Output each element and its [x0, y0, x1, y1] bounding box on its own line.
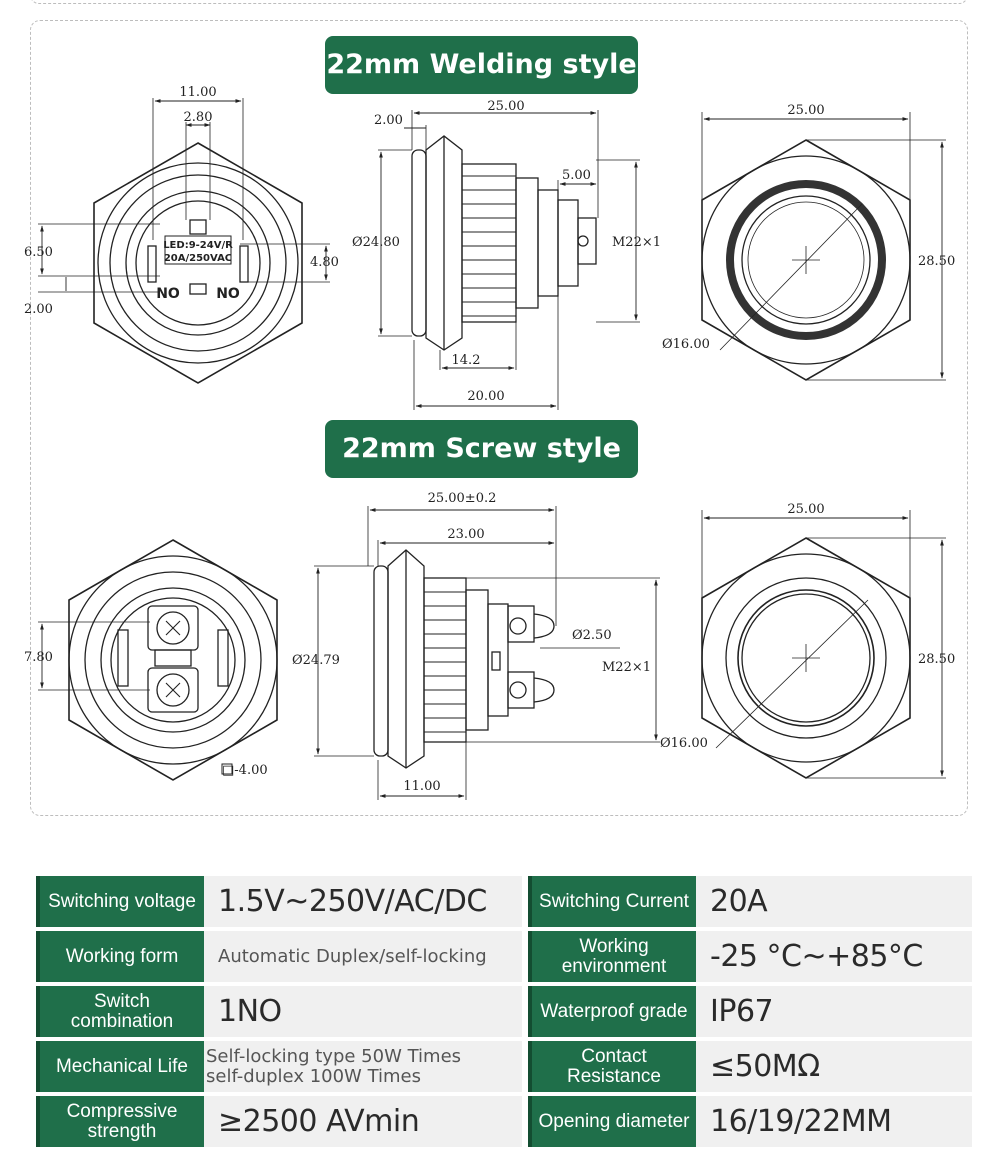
weld-back-width: 11.00 [179, 85, 216, 100]
weld-side-diameter: Ø24.80 [352, 235, 400, 250]
spec-label: Compressive strength [36, 1096, 204, 1147]
spec-row: Working form Automatic Duplex/self-locki… [36, 931, 972, 982]
spec-value: 1NO [204, 986, 522, 1037]
spec-value: 16/19/22MM [696, 1096, 972, 1147]
weld-side-flange: 2.00 [374, 113, 403, 128]
screw-front-view [701, 510, 946, 779]
spec-row: Compressive strength ≥2500 AVmin Opening… [36, 1096, 972, 1147]
spec-value: ≤50MΩ [696, 1041, 972, 1092]
drawing-frame [30, 20, 968, 816]
spec-label: Switch combination [36, 986, 204, 1037]
weld-front-inner: Ø16.00 [662, 337, 710, 352]
screw-side-body: 23.00 [447, 527, 484, 542]
screw-front-height: 28.50 [918, 652, 955, 667]
weld-side-total: 25.00 [487, 99, 524, 114]
welding-style-title: 22mm Welding style [325, 36, 638, 94]
spec-row: Switching voltage 1.5V~250V/AC/DC Switch… [36, 876, 972, 927]
spec-label: Waterproof grade [528, 986, 696, 1037]
welding-front-view [701, 112, 946, 381]
weld-back-no-left: NO [156, 286, 180, 302]
screw-side-total: 25.00±0.2 [428, 491, 497, 506]
spec-label: Contact Resistance [528, 1041, 696, 1092]
spec-label: Switching voltage [36, 876, 204, 927]
spec-value: Automatic Duplex/self-locking [204, 931, 522, 982]
spec-label: Working environment [528, 931, 696, 982]
spec-value: 1.5V~250V/AC/DC [204, 876, 522, 927]
screw-back-square: □-4.00 [222, 763, 268, 778]
screw-front-width: 25.00 [787, 502, 824, 517]
screw-side-thread: M22×1 [602, 660, 651, 675]
weld-side-terminal: 5.00 [562, 168, 591, 183]
weld-back-rating-text: 20A/250VAC [164, 253, 232, 264]
weld-front-width: 25.00 [787, 103, 824, 118]
spec-row: Mechanical Life Self-locking type 50W Ti… [36, 1041, 972, 1092]
weld-back-no-right: NO [216, 286, 240, 302]
weld-side-body: 14.2 [452, 353, 481, 368]
screw-side-diameter: Ø24.79 [292, 653, 340, 668]
spec-value: Self-locking type 50W Times self-duplex … [204, 1041, 522, 1092]
screw-style-title: 22mm Screw style [325, 420, 638, 478]
weld-front-height: 28.50 [918, 254, 955, 269]
welding-back-view [38, 98, 330, 384]
screw-side-screw: Ø2.50 [572, 628, 612, 643]
screw-back-view [38, 539, 278, 781]
weld-back-left-a: 6.50 [24, 245, 53, 260]
spec-row: Switch combination 1NO Waterproof grade … [36, 986, 972, 1037]
spec-value: ≥2500 AVmin [204, 1096, 522, 1147]
weld-side-thread: M22×1 [612, 235, 661, 250]
screw-side-view [314, 506, 660, 800]
spec-table: Switching voltage 1.5V~250V/AC/DC Switch… [36, 876, 972, 1151]
screw-back-left: 7.80 [24, 650, 53, 665]
weld-back-led-text: LED:9-24V/R [163, 240, 233, 251]
spec-value: 20A [696, 876, 972, 927]
welding-side-view [378, 110, 640, 410]
spec-label: Opening diameter [528, 1096, 696, 1147]
weld-back-inner: 2.80 [184, 110, 213, 125]
weld-back-right: 4.80 [310, 255, 339, 270]
spec-label: Switching Current [528, 876, 696, 927]
spec-value: IP67 [696, 986, 972, 1037]
technical-drawings: 11.00 2.80 6.50 2.00 4.80 LED:9-24V/R 20… [24, 85, 955, 800]
weld-side-base: 20.00 [467, 389, 504, 404]
spec-label: Mechanical Life [36, 1041, 204, 1092]
screw-front-inner: Ø16.00 [660, 736, 708, 751]
screw-side-base: 11.00 [403, 779, 440, 794]
spec-value: -25 °C~+85°C [696, 931, 972, 982]
spec-label: Working form [36, 931, 204, 982]
weld-back-left-b: 2.00 [24, 302, 53, 317]
